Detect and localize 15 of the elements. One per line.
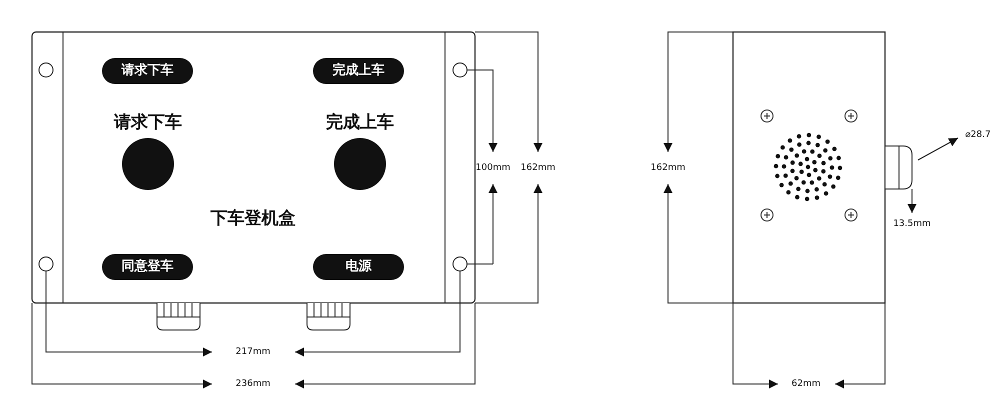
dimension-label: ⌀28.7 [965,130,991,140]
label-plate: 电源 [313,254,404,280]
dimension-label: 13.5mm [893,219,931,229]
dimension-label: 62mm [792,379,820,389]
dimension-label: 162mm [650,163,686,173]
dimension-label: 236mm [236,379,270,389]
dimension-label: 162mm [520,163,556,173]
panel-title: 下车登机盒 [210,208,296,230]
label-plate: 请求下车 [102,58,193,84]
panel-label: 请求下车 [114,112,182,134]
label-plate: 同意登车 [102,254,193,280]
label-plate: 完成上车 [313,58,404,84]
panel-label: 完成上车 [326,112,394,134]
dimension-label: 217mm [236,347,270,357]
dimension-label: 100mm [476,163,510,173]
